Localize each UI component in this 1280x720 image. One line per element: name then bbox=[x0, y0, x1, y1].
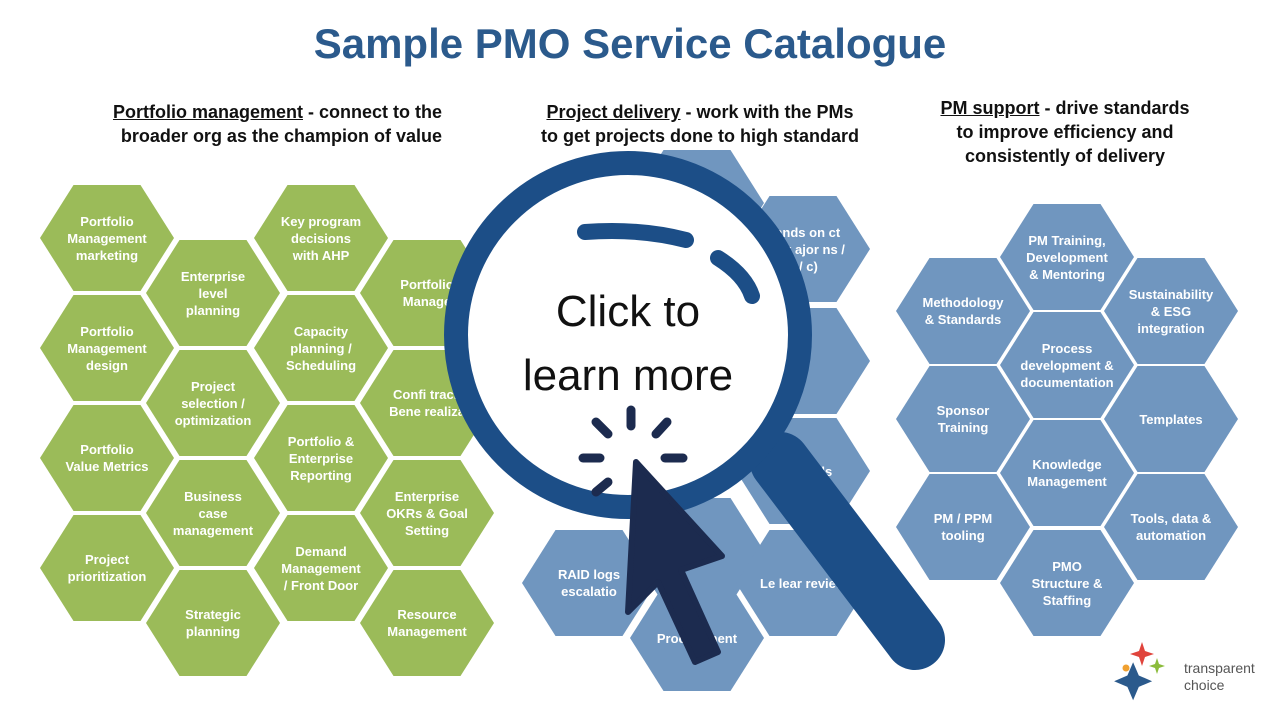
cta-line1: Click to bbox=[555, 287, 701, 336]
hex-label: Tools, data & automation bbox=[1130, 511, 1212, 543]
hex-label: Knowledge Management bbox=[1027, 457, 1107, 489]
hex-enterprise-okrs[interactable]: Enterprise OKRs & Goal Setting bbox=[360, 460, 494, 566]
hex-label: Methodology & Standards bbox=[922, 295, 1004, 327]
click-burst-icon bbox=[578, 405, 688, 497]
hex-knowledge-management[interactable]: Knowledge Management bbox=[1000, 420, 1134, 526]
hex-strategic-planning[interactable]: Strategic planning bbox=[146, 570, 280, 676]
hex-label: Resource Management bbox=[387, 607, 467, 639]
portfolio-heading: Portfolio management - connect to the bro… bbox=[40, 100, 442, 148]
page-title: Sample PMO Service Catalogue bbox=[313, 20, 947, 67]
hex-label: Templates bbox=[1139, 411, 1203, 427]
hex-templates[interactable]: Templates bbox=[1104, 366, 1238, 472]
hex-label: Portfolio Management marketing bbox=[67, 213, 147, 263]
hex-label: Confi track Bene realiza bbox=[389, 387, 465, 419]
hex-demand-management[interactable]: Demand Management / Front Door bbox=[254, 515, 388, 621]
hex-capacity-planning[interactable]: Capacity planning / Scheduling bbox=[254, 295, 388, 401]
portfolio-heading-title[interactable]: Portfolio management bbox=[112, 102, 303, 122]
hex-label: Strategic planning bbox=[185, 607, 241, 639]
hex-label: Process development & documentation bbox=[1020, 340, 1114, 390]
hex-label: PM / PPM tooling bbox=[933, 511, 993, 543]
support-heading-title[interactable]: PM support bbox=[940, 98, 1040, 118]
hex-label: Key program decisions with AHP bbox=[280, 213, 362, 263]
delivery-heading-desc2: to get projects done to high standard bbox=[540, 126, 859, 146]
hex-tools-data-automation[interactable]: Tools, data & automation bbox=[1104, 474, 1238, 580]
hex-label: Sponsor Training bbox=[936, 403, 990, 435]
cursor-arrow-icon bbox=[625, 459, 725, 665]
transparent-choice-logo-icon bbox=[1114, 642, 1165, 701]
support-heading-desc2: to improve efficiency and bbox=[956, 122, 1174, 142]
hex-portfolio-enterprise-reporting[interactable]: Portfolio & Enterprise Reporting bbox=[254, 405, 388, 511]
portfolio-heading-desc2: broader org as the champion of value bbox=[120, 126, 442, 146]
brand-line1: transparent bbox=[1184, 660, 1255, 676]
click-to-learn-more[interactable]: Click to learn more bbox=[470, 280, 786, 408]
hex-label: Capacity planning / Scheduling bbox=[285, 323, 357, 373]
hex-label: Portfolio Value Metrics bbox=[65, 442, 149, 474]
hex-label: Le lear review bbox=[760, 575, 846, 591]
hex-project-prioritization[interactable]: Project prioritization bbox=[40, 515, 174, 621]
delivery-heading: Project delivery - work with the PMs to g… bbox=[500, 100, 900, 148]
hex-label: PM Training, Development & Mentoring bbox=[1026, 232, 1108, 282]
hex-label: PMO Structure & Staffing bbox=[1031, 558, 1103, 608]
hex-label: Portfolio Management design bbox=[67, 323, 147, 373]
hex-resource-management[interactable]: Resource Management bbox=[360, 570, 494, 676]
hex-label: Enterprise OKRs & Goal Setting bbox=[386, 488, 468, 538]
hex-label: Project prioritization bbox=[67, 552, 147, 584]
support-heading-desc3: consistently of delivery bbox=[964, 146, 1166, 166]
hex-label: Portfolio & Enterprise Reporting bbox=[287, 433, 355, 483]
portfolio-heading-desc1: - connect to the bbox=[303, 102, 442, 122]
hex-label: Demand Management / Front Door bbox=[281, 543, 361, 593]
delivery-heading-title[interactable]: Project delivery bbox=[546, 102, 681, 122]
magnifier-icon[interactable] bbox=[444, 151, 945, 670]
hex-label: Business case management bbox=[172, 488, 254, 538]
delivery-heading-desc1: - work with the PMs bbox=[680, 102, 854, 122]
support-heading-desc1: - drive standards bbox=[1039, 98, 1190, 118]
brand-line2: choice bbox=[1184, 677, 1225, 693]
hex-label: Project selection / optimization bbox=[174, 378, 252, 428]
cta-line2: learn more bbox=[522, 351, 734, 400]
hex-sustainability-esg[interactable]: Sustainability & ESG integration bbox=[1104, 258, 1238, 364]
hex-label: Portfolio Manage bbox=[400, 277, 454, 309]
support-heading: PM support - drive standards to improve e… bbox=[900, 96, 1230, 168]
hex-label: Enterprise level planning bbox=[180, 268, 246, 318]
hex-key-program-decisions[interactable]: Key program decisions with AHP bbox=[254, 185, 388, 291]
hex-label: Sustainability & ESG integration bbox=[1128, 286, 1214, 336]
hex-label: RAID logs escalatio bbox=[557, 567, 621, 599]
